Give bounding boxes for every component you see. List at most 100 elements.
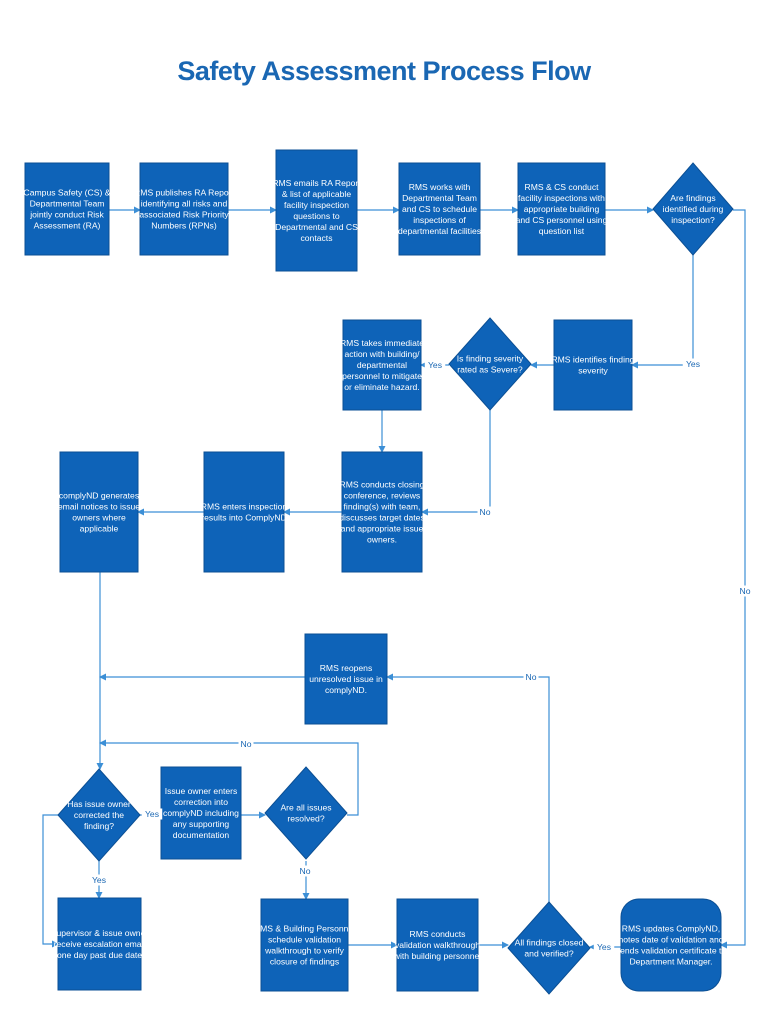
node-text-line: owners where	[72, 513, 126, 523]
process-box	[396, 898, 479, 992]
node-text-line: Is finding severity	[457, 354, 524, 364]
decision-diamond	[507, 901, 591, 995]
edge-label-e18: No	[297, 865, 313, 877]
flow-arrow-e20	[42, 814, 59, 948]
edge-label-text: Yes	[686, 359, 700, 369]
node-text-line: RMS publishes RA Report	[134, 188, 234, 198]
node-text-line: notes date of validation and	[618, 935, 723, 945]
node-text-line: owners.	[367, 535, 397, 545]
node-text-line: schedule validation	[268, 935, 341, 945]
node-text-line: facility inspections with	[518, 193, 605, 203]
node-text-line: Supervisor & issue owner	[51, 928, 149, 938]
node-text-line: documentation	[173, 830, 230, 840]
node-text-line: Are all issues	[280, 803, 331, 813]
node-text-line: RMS works with	[409, 182, 471, 192]
edge-label-text: No	[300, 866, 311, 876]
node-text-line: RMS updates ComplyND,	[622, 924, 720, 934]
process-box	[59, 451, 139, 573]
process-step-n16: RMS updates ComplyND,notes date of valid…	[616, 898, 726, 992]
process-box	[275, 149, 358, 272]
node-text-line: facility inspection	[284, 200, 349, 210]
node-text-line: or eliminate hazard.	[344, 382, 419, 392]
node-text-line: and appropriate issue	[341, 524, 424, 534]
node-text-line: and CS personnel using	[516, 215, 608, 225]
node-text-line: RMS & Building Personnel	[254, 924, 355, 934]
node-text-line: unresolved issue in	[309, 674, 383, 684]
edge-label-e9: Yes	[424, 359, 446, 371]
node-text-line: Departmental Team	[402, 193, 477, 203]
edge-label-e17: No	[238, 738, 254, 750]
node-text-line: receive escalation email	[54, 939, 146, 949]
node-text-line: Department Manager.	[629, 957, 712, 967]
node-text-line: complyND generates	[59, 491, 139, 501]
node-text-line: appropriate building	[524, 204, 600, 214]
flow-arrow-e7	[720, 209, 746, 949]
process-box	[260, 898, 349, 992]
page-title: Safety Assessment Process Flow	[177, 56, 591, 86]
node-text-line: correction into	[174, 797, 228, 807]
process-box	[620, 898, 722, 992]
node-text-line: any supporting	[173, 819, 230, 829]
node-text-line: finding(s) with team,	[344, 502, 421, 512]
node-text-line: inspections of	[413, 215, 466, 225]
node-text-line: RMS conducts	[410, 929, 466, 939]
process-box	[24, 162, 110, 256]
node-text-line: discusses target dates	[339, 513, 425, 523]
node-text-line: validation walkthrough	[395, 940, 480, 950]
node-text-line: email notices to issue	[58, 502, 140, 512]
node-text-line: and CS to schedule	[402, 204, 477, 214]
node-text-line: Campus Safety (CS) &	[24, 188, 111, 198]
node-text-line: All findings closed	[515, 938, 584, 948]
edge-label-e7: No	[737, 585, 753, 597]
process-box	[517, 162, 606, 256]
node-text-line: conference, reviews	[344, 491, 420, 501]
node-text-line: identifying all risks and	[141, 199, 228, 209]
process-box	[139, 162, 229, 256]
node-text-line: associated Risk Priority	[139, 210, 229, 220]
node-text-line: departmental facilities	[398, 226, 481, 236]
decision-diamond	[448, 317, 532, 411]
node-text-line: Has issue owner	[67, 799, 131, 809]
process-box	[342, 319, 422, 411]
node-text-line: finding?	[84, 821, 114, 831]
node-text-line: with building personnel	[393, 951, 482, 961]
process-box	[553, 319, 633, 411]
edge-label-text: Yes	[597, 942, 611, 952]
node-text-line: closure of findings	[270, 957, 339, 967]
edge-label-e20: Yes	[88, 874, 110, 886]
edge-label-text: No	[241, 739, 252, 749]
edge-label-e6: Yes	[682, 358, 704, 370]
node-text-line: RMS takes immediate	[340, 338, 424, 348]
process-step-n3: RMS emails RA Report& list of applicable…	[272, 149, 361, 272]
process-box	[398, 162, 481, 256]
node-text-line: resolved?	[287, 814, 324, 824]
node-text-line: jointly conduct Risk	[29, 210, 104, 220]
node-text-line: RMS enters inspection	[201, 502, 288, 512]
node-text-line: one day past due date	[57, 950, 142, 960]
node-text-line: walkthrough to verify	[264, 946, 345, 956]
node-text-line: RMS & CS conduct	[524, 182, 599, 192]
node-text-line: RMS conducts closing	[339, 480, 424, 490]
node-text-line: RMS identifies finding	[551, 355, 634, 365]
node-text-line: Numbers (RPNs)	[151, 221, 217, 231]
node-text-line: Assessment (RA)	[34, 221, 101, 231]
node-text-line: Issue owner enters	[165, 786, 238, 796]
node-text-line: departmental	[357, 360, 407, 370]
process-box	[160, 766, 242, 860]
node-text-line: complyND.	[325, 685, 367, 695]
decision-diamond	[652, 162, 734, 256]
edge-label-e23: Yes	[593, 941, 615, 953]
process-box	[203, 451, 285, 573]
node-text-line: inspection?	[671, 215, 715, 225]
flow-arrow-e11	[421, 410, 491, 516]
